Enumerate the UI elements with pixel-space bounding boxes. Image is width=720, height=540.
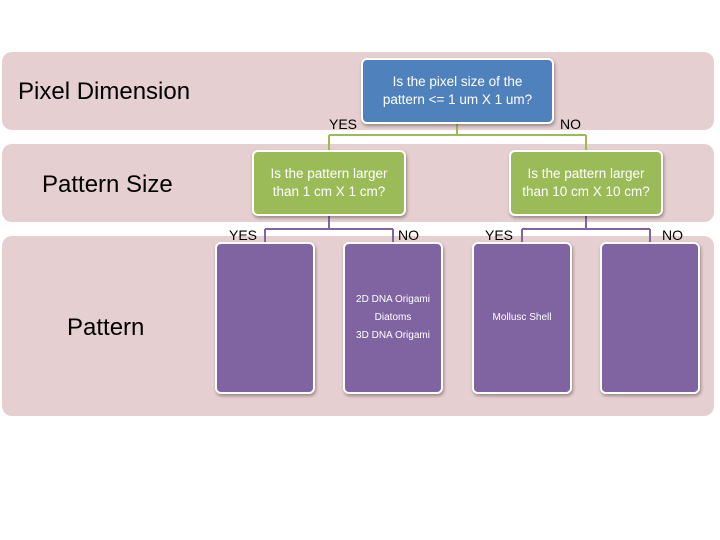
leaf-3-item: Mollusc Shell — [492, 312, 552, 323]
edge-label-right-no: NO — [662, 227, 683, 243]
left-question-text: Is the pattern larger than 1 cm X 1 cm? — [270, 166, 388, 199]
root-question-text: Is the pixel size of the pattern <= 1 um… — [382, 74, 533, 107]
right-question-text: Is the pattern larger than 10 cm X 10 cm… — [522, 166, 650, 199]
edge-label-root-yes: YES — [329, 116, 358, 132]
leaf-node-4 — [600, 242, 700, 394]
leaf-node-3: Mollusc Shell — [472, 242, 572, 394]
edge-label-left-no: NO — [398, 227, 419, 243]
leaf-node-2: 2D DNA Origami Diatoms 3D DNA Origami — [343, 242, 443, 394]
left-question-node: Is the pattern larger than 1 cm X 1 cm? — [252, 150, 406, 216]
edge-label-left-yes: YES — [229, 227, 258, 243]
leaf-node-1 — [215, 242, 315, 394]
band-label-pattern-size: Pattern Size — [42, 171, 173, 198]
leaf-2-item: 2D DNA Origami — [356, 294, 430, 305]
edge-label-root-no: NO — [560, 116, 581, 132]
edge-label-right-yes: YES — [485, 227, 514, 243]
band-pixel-dimension — [2, 52, 714, 130]
root-question-node: Is the pixel size of the pattern <= 1 um… — [361, 58, 554, 124]
band-label-pattern: Pattern — [67, 314, 145, 341]
right-question-node: Is the pattern larger than 10 cm X 10 cm… — [509, 150, 663, 216]
leaf-2-item: 3D DNA Origami — [356, 330, 430, 341]
leaf-2-item: Diatoms — [374, 312, 412, 323]
band-label-pixel-dimension: Pixel Dimension — [18, 78, 191, 105]
